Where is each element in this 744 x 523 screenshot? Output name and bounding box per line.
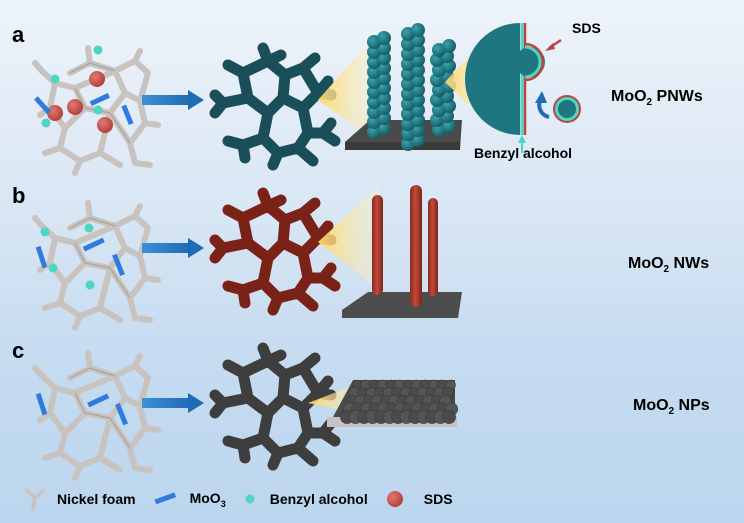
moo3-bar: [112, 253, 125, 276]
legend-item-benzyl-alcohol: Benzyl alcohol: [244, 491, 368, 507]
sds-sphere: [97, 117, 113, 133]
zoom-beam-a: [318, 32, 378, 142]
precursor-foam-c: [35, 350, 165, 470]
benzyl-dot: [84, 223, 94, 233]
peapod-bead: [411, 23, 425, 37]
process-arrow-c: [142, 393, 204, 413]
moo3-bar: [121, 104, 134, 126]
product-label-c: MoO2 NPs: [633, 397, 710, 418]
panel-label-b: b: [12, 183, 26, 208]
peapod-bead: [442, 39, 456, 53]
nanowire: [410, 185, 422, 307]
legend-label-nickel-foam: Nickel foam: [57, 491, 136, 507]
benzyl-dot: [93, 45, 103, 55]
benzyl-dot: [50, 74, 60, 84]
coated-foam-rust: [215, 190, 335, 310]
legend-item-sds: SDS: [386, 490, 453, 508]
precursor-foam-a: [35, 45, 165, 165]
benzyl-dot: [48, 263, 58, 273]
moo3-bar: [35, 392, 48, 416]
nickel-foam-icon: [25, 488, 45, 511]
moo3-bar-icon: [154, 492, 176, 505]
benzyl-dot: [40, 227, 50, 237]
moo3-bar: [87, 393, 110, 408]
moo3-bar: [89, 93, 110, 107]
sds-sphere: [47, 105, 63, 121]
precursor-foam-b: [35, 200, 165, 320]
legend-item-nickel-foam: Nickel foam: [25, 488, 136, 511]
legend-label-sds: SDS: [423, 491, 453, 507]
annotation-sds: SDS: [572, 20, 601, 36]
nanowire: [428, 198, 438, 296]
process-arrow-a: [142, 90, 204, 110]
moo3-bar: [34, 96, 52, 115]
benzyl-dot: [93, 105, 103, 115]
sds-sphere: [67, 99, 83, 115]
moo3-bar: [35, 245, 48, 269]
sds-sphere: [89, 71, 105, 87]
moo3-bar: [82, 237, 105, 252]
zoom-beam-b: [318, 185, 380, 290]
benzyl-dot: [41, 118, 51, 128]
legend-item-moo3: MoO3: [154, 489, 226, 509]
product-label-a: MoO2 PNWs: [611, 88, 703, 109]
product-label-b: MoO2 NWs: [628, 255, 710, 276]
nanoparticle: [442, 410, 456, 424]
mechanism-schematic: [445, 23, 581, 153]
sds-sphere-icon: [386, 491, 403, 507]
benzyl-dot: [85, 280, 95, 290]
legend-label-moo3: MoO3: [189, 489, 226, 509]
coated-foam-teal: [215, 45, 335, 165]
panel-label-a: a: [12, 22, 25, 47]
moo3-bar: [115, 403, 128, 426]
nanowire: [372, 195, 383, 295]
peapod-bead: [377, 31, 391, 45]
process-arrow-b: [142, 238, 204, 258]
annotation-benzyl-alcohol: Benzyl alcohol: [474, 145, 573, 161]
panel-label-c: c: [12, 338, 25, 363]
legend: Nickel foam MoO3 Benzyl alcohol SDS: [25, 484, 471, 514]
nanowires: [342, 185, 462, 318]
nanoparticle-film: [327, 379, 459, 427]
peapod-nanowires: [345, 23, 462, 151]
benzyl-dot-icon: [245, 494, 255, 504]
legend-label-benzyl-alcohol: Benzyl alcohol: [269, 491, 368, 507]
